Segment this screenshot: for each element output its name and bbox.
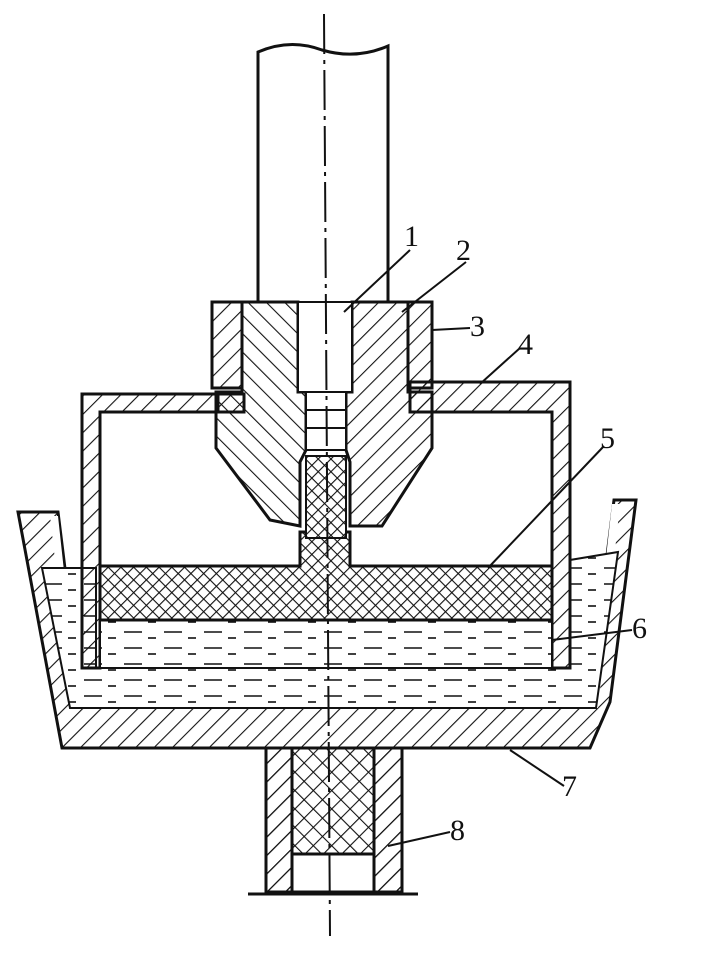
label-5: 5 xyxy=(600,422,615,455)
porous-layer xyxy=(98,455,554,622)
shaft xyxy=(256,42,390,302)
label-3: 3 xyxy=(470,310,485,343)
label-4: 4 xyxy=(518,328,533,361)
leader-lines xyxy=(343,249,633,847)
nozzle-body xyxy=(214,300,434,528)
label-1: 1 xyxy=(404,220,419,253)
label-6: 6 xyxy=(632,612,647,645)
label-7: 7 xyxy=(562,770,577,803)
label-2: 2 xyxy=(456,234,471,267)
bottom-spindle xyxy=(248,746,418,896)
label-8: 8 xyxy=(450,814,465,847)
bell-liquid xyxy=(99,619,553,669)
center-line xyxy=(323,13,331,937)
